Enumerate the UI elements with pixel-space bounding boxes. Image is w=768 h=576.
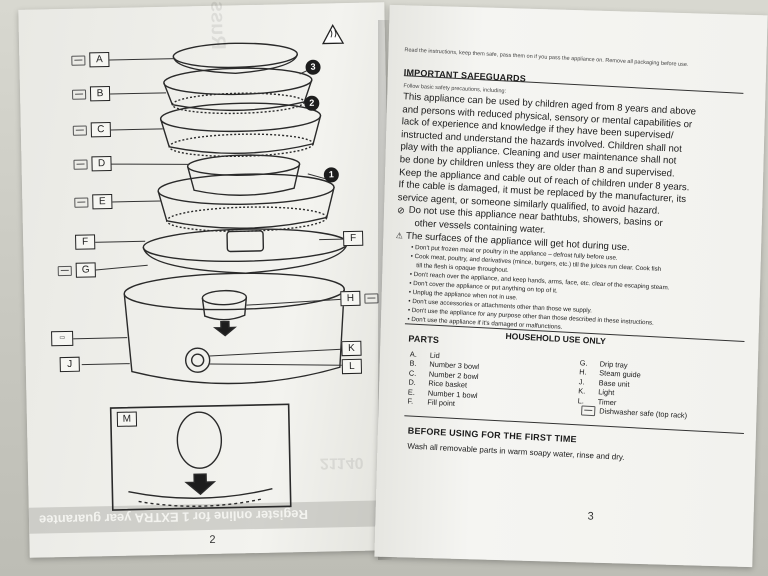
label-e: E <box>74 193 113 210</box>
label-e-box: E <box>92 193 113 210</box>
label-m-box: M <box>116 411 138 427</box>
parts-heading: PARTS <box>408 333 440 346</box>
label-f-box: F <box>343 230 364 247</box>
inset-box-shape <box>109 403 292 511</box>
safeguards-paragraph: This appliance can be used by children a… <box>391 91 753 353</box>
timer-card-icon-holder: ▭ <box>51 330 74 347</box>
bowl-1-shape <box>157 173 335 205</box>
first-time-text: Wash all removable parts in warm soapy w… <box>407 441 625 462</box>
label-f-left: F <box>75 234 96 250</box>
page-number-left: 2 <box>209 533 216 547</box>
timer-card-icon: ▭ <box>51 330 74 347</box>
parts-list-left: A.Lid B.Number 3 bowl C.Number 2 bowl D.… <box>407 350 480 410</box>
safety-bullets: Don't put frozen meat or poultry in the … <box>391 242 745 341</box>
label-c: C <box>72 121 111 138</box>
bowl-3-shape <box>163 67 313 96</box>
label-g-box: G <box>75 262 96 278</box>
dishwasher-icon <box>364 292 379 304</box>
hot-surface-icon: ⚠ <box>395 230 404 240</box>
dishwasher-icon <box>73 158 88 170</box>
label-f-right: F <box>343 230 364 247</box>
first-time-heading: BEFORE USING FOR THE FIRST TIME <box>407 425 578 445</box>
label-l-box: L <box>341 358 362 375</box>
label-m: M <box>116 411 138 427</box>
label-a-box: A <box>89 51 110 68</box>
label-h: H <box>340 290 379 307</box>
dishwasher-icon <box>72 124 87 136</box>
label-a: A <box>71 51 110 68</box>
steamer-exploded-diagram <box>65 23 348 511</box>
right-page: Read the instructions, keep them safe, p… <box>374 4 768 568</box>
drip-tray-shape <box>142 228 348 263</box>
label-b: B <box>71 85 111 102</box>
label-h-box: H <box>340 290 361 307</box>
rice-basket-shape <box>186 154 301 176</box>
label-j-box: J <box>59 356 80 373</box>
hot-surface-warning-icon <box>321 23 345 45</box>
label-d-box: D <box>91 155 112 172</box>
label-j: J <box>59 356 80 373</box>
label-d: D <box>73 155 112 172</box>
lid-shape <box>172 42 298 69</box>
dishwasher-icon <box>71 88 87 100</box>
intro-text: Read the instructions, keep them safe, p… <box>404 47 689 69</box>
label-c-box: C <box>90 121 111 138</box>
parts-list-right: G.Drip tray H.Steam guide J.Base unit K.… <box>577 358 690 421</box>
page-number-right: 3 <box>587 510 594 523</box>
dishwasher-icon <box>71 55 86 66</box>
dishwasher-icon <box>580 405 596 417</box>
label-f-box: F <box>75 234 96 250</box>
label-b-box: B <box>89 85 111 102</box>
label-g: G <box>57 262 96 278</box>
left-page: Russell Hobbs 21140 Register online for … <box>18 0 396 558</box>
prohibited-icon: ⊘ <box>396 205 405 216</box>
dishwasher-icon <box>57 265 72 276</box>
timer-dial-shape <box>184 347 211 373</box>
label-l: L <box>341 358 362 375</box>
dishwasher-icon <box>74 196 89 208</box>
label-k: K <box>341 340 362 357</box>
label-k-box: K <box>341 340 362 357</box>
